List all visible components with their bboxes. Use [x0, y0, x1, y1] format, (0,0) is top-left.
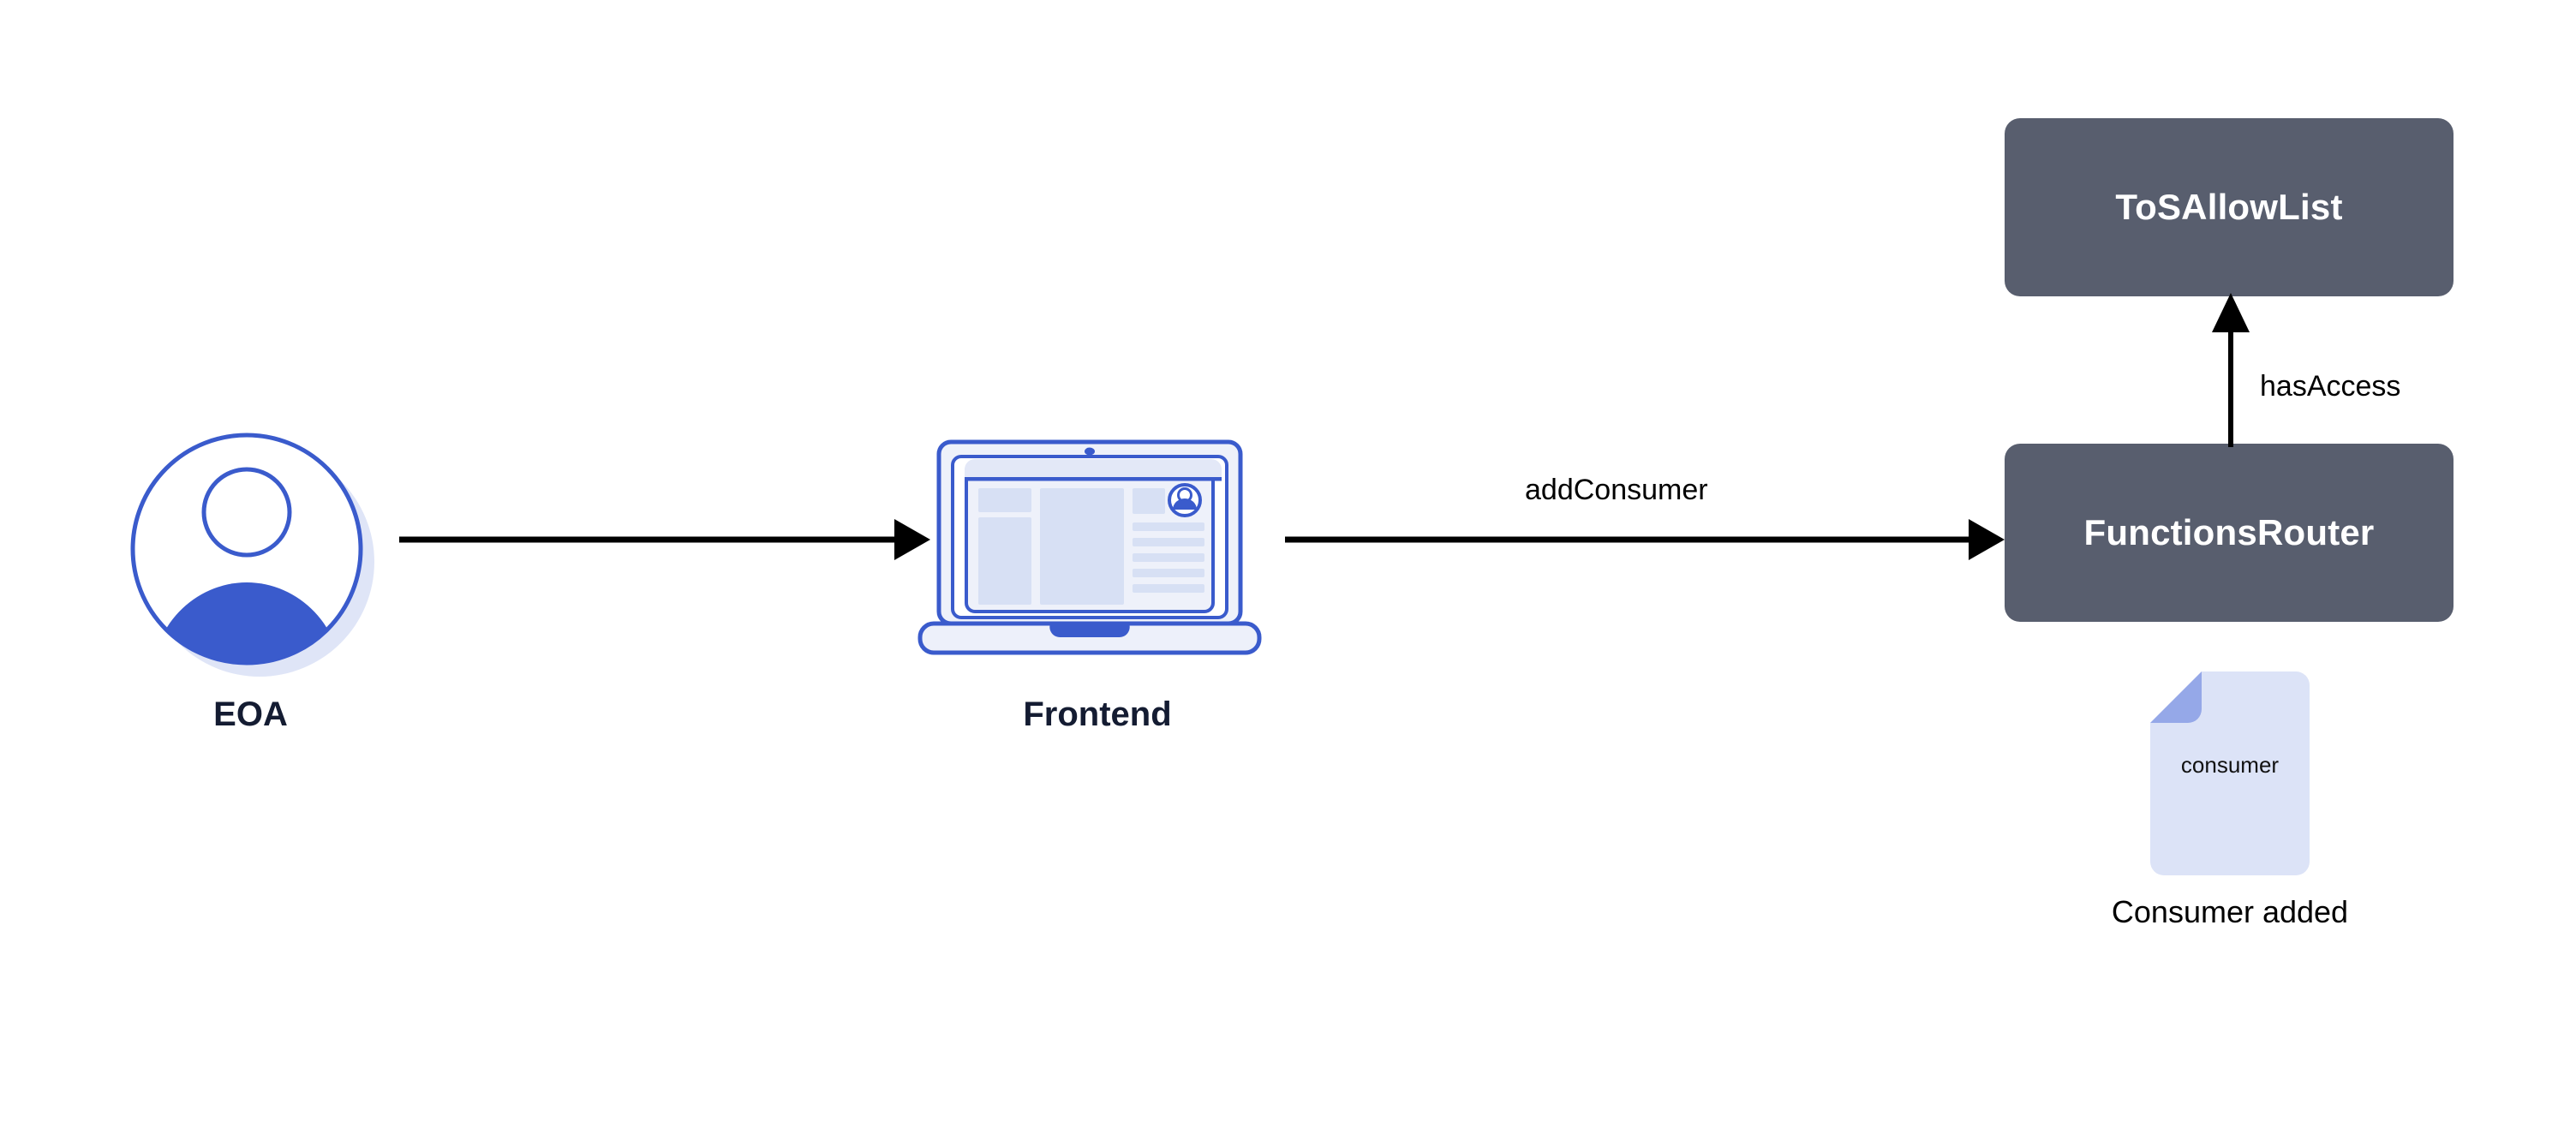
node-frontend-caption: Frontend	[1023, 695, 1172, 733]
node-eoa-icon[interactable]	[124, 427, 377, 679]
edge-router-to-allowlist	[2208, 291, 2260, 447]
edge-frontend-to-router	[1285, 514, 2005, 565]
document-page-icon	[2150, 671, 2310, 875]
arrow-right-icon	[399, 519, 930, 560]
node-eoa-caption: EOA	[213, 695, 288, 733]
edge-eoa-to-frontend	[399, 514, 930, 565]
tos-allowlist-label: ToSAllowList	[2115, 187, 2343, 227]
edge-label-has-access: hasAccess	[2260, 370, 2401, 403]
arrow-up-icon	[2212, 293, 2250, 447]
node-consumer-document[interactable]: consumer	[2149, 670, 2311, 877]
arrow-right-icon	[1285, 519, 2005, 560]
node-frontend-icon[interactable]	[913, 428, 1282, 668]
laptop-icon	[917, 439, 1262, 655]
user-avatar-icon	[130, 433, 374, 677]
node-functions-router-box[interactable]: FunctionsRouter	[2005, 444, 2453, 622]
edge-label-add-consumer: addConsumer	[1525, 474, 1708, 506]
document-inner-label: consumer	[2180, 752, 2280, 778]
functions-router-label: FunctionsRouter	[2083, 512, 2375, 552]
consumer-added-caption: Consumer added	[2111, 894, 2349, 929]
node-tos-allowlist-box[interactable]: ToSAllowList	[2005, 118, 2453, 296]
